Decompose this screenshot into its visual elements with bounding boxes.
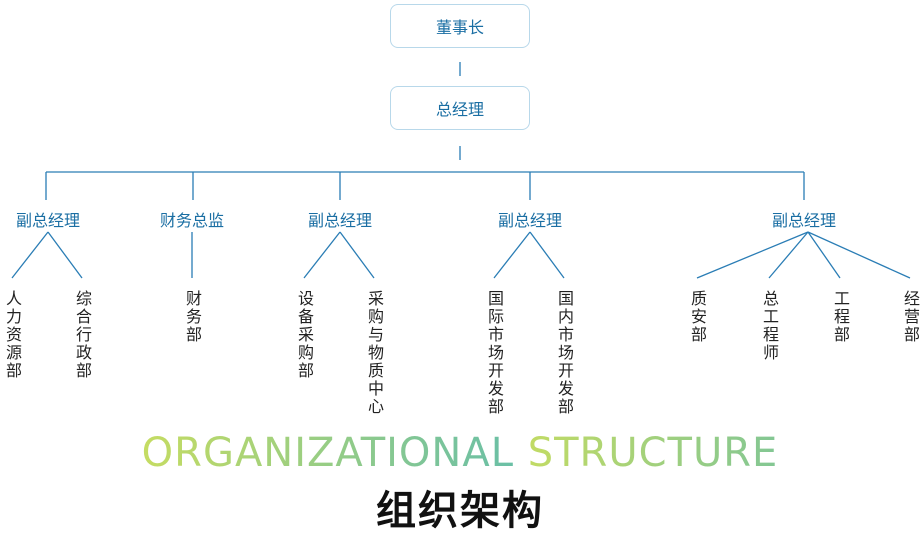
general-manager-node: 总经理 [390,86,530,130]
vp-label-market: 副总经理 [497,211,563,230]
chinese-title: 组织架构 [376,488,544,534]
chairman-label: 董事长 [435,18,484,37]
vp-label-engineering: 副总经理 [771,211,837,230]
dept-finance: 财务部 [183,290,202,344]
connector-vp-2-dept-0 [303,231,341,279]
connector-vp-3-dept-1 [529,231,565,279]
dept-domestic-market: 国内市场开发部 [555,290,574,416]
connector-vp-4-dept-3 [807,231,911,279]
connector-vp-3-dept-0 [493,231,531,279]
dept-hr: 人力资源部 [3,290,22,380]
english-title-part1: ORGANIZATIONAL [141,430,514,476]
general-manager-label: 总经理 [435,100,484,119]
connector-vp-4-dept-1 [768,231,809,279]
connector-vp-4-dept-0 [696,231,809,279]
chairman-node: 董事长 [390,4,530,48]
dept-chief-engineer: 总工程师 [760,290,779,362]
connector-vp-2-dept-1 [339,231,375,279]
dept-quality-safety: 质安部 [688,290,707,344]
dept-equipment-procurement: 设备采购部 [295,290,314,380]
dept-international-market: 国际市场开发部 [485,290,504,416]
dept-operations: 经营部 [901,290,920,344]
connector-vp-0-dept-1 [47,231,83,279]
dept-admin: 综合行政部 [73,290,92,380]
dept-purchasing-center: 采购与物质中心 [365,290,384,416]
english-title-part2: STRUCTURE [513,430,779,476]
org-chart-lines [11,62,911,279]
dept-engineering: 工程部 [831,290,850,344]
vp-label-hr: 副总经理 [15,211,81,230]
connector-vp-4-dept-2 [807,231,841,279]
english-title: ORGANIZATIONAL STRUCTURE [0,430,920,476]
vp-label-procurement: 副总经理 [307,211,373,230]
vp-label-finance: 财务总监 [159,211,225,230]
connector-vp-0-dept-0 [11,231,49,279]
